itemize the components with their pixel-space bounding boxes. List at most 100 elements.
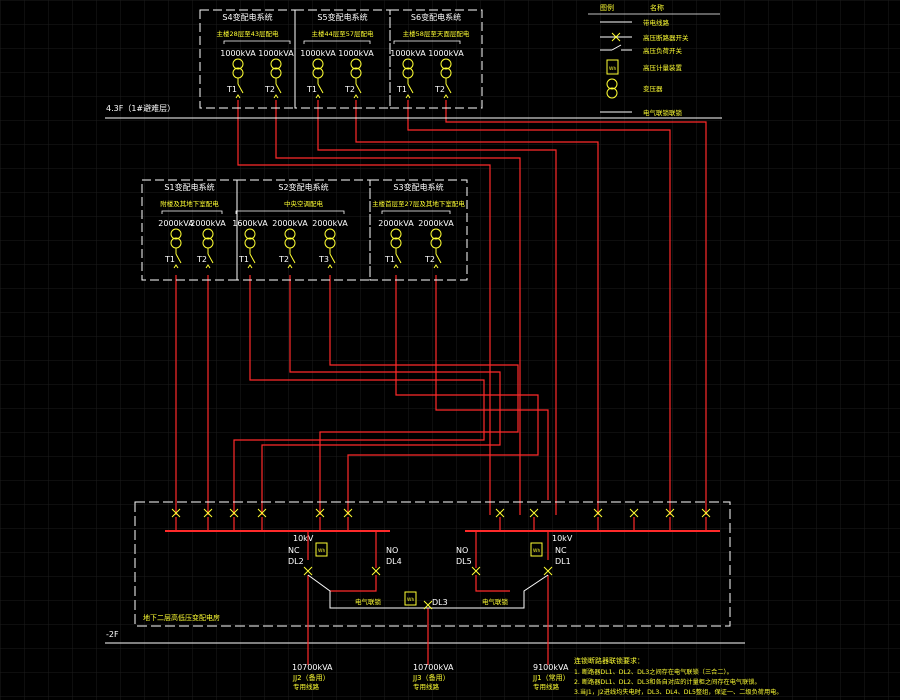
load-switch-icon bbox=[273, 78, 282, 99]
notes-title: 连锁断路器联锁要求： bbox=[574, 656, 644, 665]
cable-s3-t1 bbox=[347, 275, 539, 515]
substation-note: 主楼28层至43层配电 bbox=[216, 29, 279, 38]
legend-item-label: 电气联锁联锁 bbox=[643, 108, 683, 117]
transformer-tag: T1 bbox=[226, 85, 237, 94]
transformer-tag: T2 bbox=[278, 255, 289, 264]
main-station-label: 地下二层高低压变配电房 bbox=[143, 613, 220, 622]
transformer-tag: T1 bbox=[384, 255, 395, 264]
transformer-rating: 2000kVA bbox=[312, 219, 348, 228]
floor-label-4f: 4.3F（1#避难层） bbox=[106, 103, 175, 113]
incomer-jj1-name: JJ1（常用） bbox=[532, 673, 570, 682]
meter-icon: Wh bbox=[407, 597, 414, 603]
legend-header-symbol: 图例 bbox=[600, 3, 614, 12]
cable-s5-t1 bbox=[317, 100, 557, 515]
substation-name: S3变配电系统 bbox=[393, 182, 443, 192]
notes-line-2: 2. 断路器DL1、DL2、DL3和各自对应的计量柜之间存在电气联锁。 bbox=[574, 678, 761, 686]
meter-dl3: Wh bbox=[404, 591, 417, 606]
load-switch-icon bbox=[205, 248, 214, 269]
dl4-state: NO bbox=[386, 546, 398, 555]
load-switch-icon bbox=[353, 78, 362, 99]
bus-breaker-icon bbox=[495, 508, 505, 531]
transformer-rating: 1000kVA bbox=[220, 49, 256, 58]
load-switch-icon bbox=[235, 78, 244, 99]
legend-item-label: 高压断路器开关 bbox=[643, 33, 689, 42]
interlock-wiring bbox=[307, 574, 549, 609]
dl4-name: DL4 bbox=[386, 557, 402, 566]
legend-item-label: 高压负荷开关 bbox=[643, 46, 683, 55]
transformer-tag: T2 bbox=[424, 255, 435, 264]
substation-frame bbox=[199, 9, 296, 109]
dl3-name: DL3 bbox=[432, 598, 448, 607]
cable-s3-t2 bbox=[435, 275, 549, 500]
cable-s5-t2 bbox=[355, 100, 599, 515]
meter-dl2: Wh bbox=[315, 542, 328, 557]
incomer-jj3-type: 专用线路 bbox=[413, 682, 440, 691]
incomer-jj2-type: 专用线路 bbox=[293, 682, 320, 691]
cable-s6-t1 bbox=[407, 100, 671, 515]
transformer-rating: 1000kVA bbox=[258, 49, 294, 58]
incomer-jj3-capacity: 10700kVA bbox=[413, 663, 454, 672]
load-switch-icon bbox=[433, 248, 442, 269]
bus-breaker-icon bbox=[203, 508, 213, 531]
transformer-icon bbox=[606, 78, 618, 99]
incomer-jj2-capacity: 10700kVA bbox=[292, 663, 333, 672]
switchgear-breakers bbox=[303, 566, 553, 610]
transformer-rating: 2000kVA bbox=[272, 219, 308, 228]
brace bbox=[161, 210, 223, 214]
load-switch-icon bbox=[287, 248, 296, 269]
transformer-tag: T3 bbox=[318, 255, 329, 264]
substation-name: S4变配电系统 bbox=[222, 12, 272, 22]
switchgear-wiring bbox=[307, 531, 549, 665]
substation-note: 中央空调配电 bbox=[284, 199, 324, 208]
notes-line-1: 1. 断路器DL1、DL2、DL3之间存在电气联锁（三合二）。 bbox=[574, 668, 733, 676]
dl5-breaker-icon bbox=[471, 566, 481, 576]
cable-s2-t2 bbox=[261, 275, 501, 515]
floor-label-b2: -2F bbox=[106, 630, 119, 639]
main-station-frame bbox=[134, 501, 731, 627]
substation-note: 主楼44层至57层配电 bbox=[311, 29, 374, 38]
meter-icon: Wh bbox=[606, 59, 619, 75]
interlock-label-left: 电气联锁 bbox=[355, 597, 382, 606]
cable-s4-t2 bbox=[275, 100, 521, 515]
transformer-tag: T2 bbox=[434, 85, 445, 94]
substation-name: S2变配电系统 bbox=[278, 182, 328, 192]
load-switch-icon bbox=[443, 78, 452, 99]
transformer-rating: 1000kVA bbox=[428, 49, 464, 58]
notes-line-3: 3.当J1，J2进线均失电时，DL3、DL4、DL5整组，保证一、二级负荷用电。 bbox=[574, 688, 783, 696]
cable-routes bbox=[175, 100, 707, 515]
legend-item-label: 高压计量装置 bbox=[643, 63, 683, 72]
bus-breaker-icon bbox=[529, 508, 539, 531]
meter-dl1: Wh bbox=[530, 542, 543, 557]
brace bbox=[303, 40, 371, 44]
transformer-tag: T1 bbox=[238, 255, 249, 264]
svg-text:Wh: Wh bbox=[609, 66, 616, 72]
bus-breaker-icon bbox=[171, 508, 181, 531]
incomer-jj2-name: JJ2（备用） bbox=[292, 673, 330, 682]
substation-name: S1变配电系统 bbox=[164, 182, 214, 192]
cable-s4-t1 bbox=[237, 100, 491, 515]
bus-breaker-icon bbox=[701, 508, 711, 531]
transformer-tag: T1 bbox=[306, 85, 317, 94]
transformer-tag: T2 bbox=[264, 85, 275, 94]
substation-name: S5变配电系统 bbox=[317, 12, 367, 22]
dl2-state: NC bbox=[288, 546, 300, 555]
bus-breaker-icon bbox=[343, 508, 353, 531]
substation-note: 主楼58层至天面层配电 bbox=[403, 29, 470, 38]
bus-breaker-icon bbox=[665, 508, 675, 531]
dl4-breaker-icon bbox=[371, 566, 381, 576]
transformer-rating: 2000kVA bbox=[190, 219, 226, 228]
bus-breaker-icon bbox=[229, 508, 239, 531]
legend: 图例 名称 Wh 带电线路 高压断路器开关 高压负荷开关 高压计量装置 变压器 … bbox=[588, 3, 720, 117]
cable-s6-t2 bbox=[445, 100, 707, 515]
meter-icon: Wh bbox=[318, 548, 325, 554]
cable-s2-t3 bbox=[319, 275, 519, 515]
transformer-tag: T1 bbox=[164, 255, 175, 264]
transformer-rating: 1000kVA bbox=[338, 49, 374, 58]
substation-note: 附楼及其地下室配电 bbox=[160, 199, 219, 208]
legend-item-label: 带电线路 bbox=[643, 18, 670, 27]
